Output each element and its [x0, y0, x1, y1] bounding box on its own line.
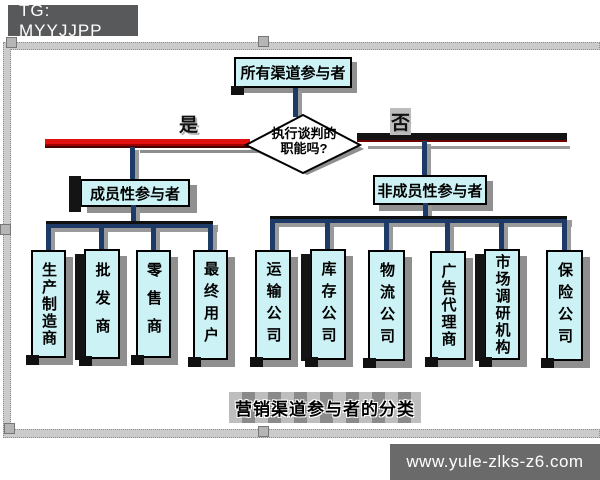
selection-frame-top[interactable] — [8, 42, 600, 50]
connector-drop — [46, 228, 51, 252]
leaf-node-label: 批发商 — [93, 262, 111, 346]
leaf-node[interactable]: 批发商 — [75, 249, 120, 366]
connector-drop — [208, 228, 213, 252]
selection-handle-top-middle[interactable] — [258, 36, 269, 47]
member-connector-bar — [46, 221, 213, 228]
leaf-node[interactable]: 广告代理商 — [425, 251, 466, 367]
decision-diamond[interactable]: 执行谈判的 职能吗? — [243, 114, 365, 176]
yes-label: 是 — [179, 115, 199, 136]
root-node[interactable]: 所有渠道参与者 — [231, 57, 352, 95]
connector-no-to-nonmember — [422, 141, 427, 176]
leaf-node[interactable]: 物流公司 — [363, 250, 405, 368]
selection-handle-top-left[interactable] — [6, 37, 17, 48]
leaf-node-label: 生产制造商 — [40, 261, 57, 347]
leaf-node-label: 物流公司 — [378, 261, 395, 350]
nonmember-connector-bar — [270, 216, 567, 223]
selection-frame-bottom[interactable] — [3, 429, 600, 438]
decision-text-line1: 执行谈判的 — [271, 126, 337, 141]
connector-drop — [151, 228, 156, 252]
leaf-node[interactable]: 保险公司 — [541, 250, 583, 368]
leaf-node-label: 广告代理商 — [439, 263, 457, 348]
tag-badge-label: TG: MYYJJPP — [19, 0, 103, 40]
leaf-node[interactable]: 生产制造商 — [26, 250, 66, 365]
leaf-node[interactable]: 零售商 — [131, 250, 171, 365]
selection-handle-left-middle[interactable] — [0, 224, 11, 235]
leaf-node[interactable]: 市场调研机构 — [475, 249, 520, 367]
leaf-node[interactable]: 最终用户 — [188, 250, 228, 367]
no-branch-line — [357, 133, 567, 142]
connector-drop — [99, 228, 104, 252]
connector-root-to-decision — [293, 88, 298, 117]
connector-drop — [562, 223, 567, 252]
nonmember-group-node[interactable]: 非成员性参与者 — [373, 175, 487, 205]
leaf-node[interactable]: 库存公司 — [301, 249, 346, 367]
connector-yes-to-member — [130, 147, 135, 180]
leaf-node-label: 最终用户 — [202, 261, 219, 349]
nonmember-group-label: 非成员性参与者 — [377, 182, 483, 200]
connector-drop — [445, 223, 450, 252]
selection-handle-bottom-left[interactable] — [4, 423, 15, 434]
selection-frame-left[interactable] — [3, 42, 11, 438]
connector-drop — [384, 223, 389, 252]
yes-branch-line-shadow — [140, 150, 310, 153]
connector-member-down — [131, 205, 136, 223]
decision-text-line2: 职能吗? — [280, 141, 328, 156]
leaf-node[interactable]: 运输公司 — [250, 250, 291, 367]
watermark-url-text: www.yule-zlks-z6.com — [406, 452, 584, 471]
no-branch-line-shadow — [368, 146, 570, 149]
diagram-caption: 营销渠道参与者的分类 — [229, 392, 421, 423]
leaf-node-label: 保险公司 — [556, 261, 573, 350]
watermark-url-bar: www.yule-zlks-z6.com — [390, 444, 600, 480]
no-label: 否 — [390, 108, 412, 135]
selection-handle-bottom-middle[interactable] — [258, 426, 269, 437]
root-node-label: 所有渠道参与者 — [240, 65, 346, 82]
tag-badge: TG: MYYJJPP — [8, 1, 138, 40]
leaf-node-label: 零售商 — [145, 262, 162, 346]
yes-branch-line — [45, 139, 250, 148]
connector-drop — [325, 223, 330, 252]
leaf-node-label: 运输公司 — [264, 261, 282, 349]
connector-drop — [499, 223, 504, 252]
member-group-label: 成员性参与者 — [89, 185, 180, 203]
member-group-node[interactable]: 成员性参与者 — [69, 176, 190, 212]
connector-drop — [270, 223, 275, 252]
leaf-node-label: 库存公司 — [319, 260, 337, 349]
connector-nonmember-down — [423, 203, 428, 218]
leaf-node-label: 市场调研机构 — [493, 253, 511, 356]
